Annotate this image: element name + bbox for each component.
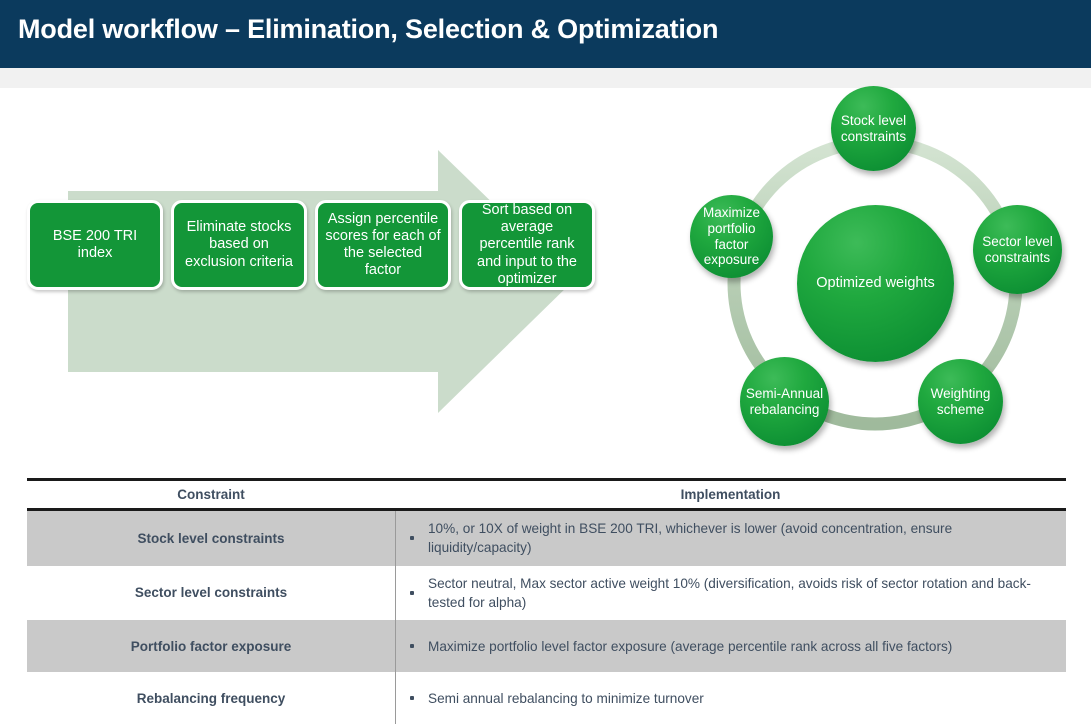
cycle-node-stock-level-constraints-label: Stock level constraints <box>840 112 907 144</box>
constraints-table: Constraint Implementation Stock level co… <box>27 478 1066 724</box>
table-cell-constraint: Stock level constraints <box>137 530 285 546</box>
cycle-node-sector-level-constraints-label: Sector level constraints <box>982 233 1053 265</box>
cycle-center-label: Optimized weights <box>816 275 935 292</box>
process-step-4[interactable]: Sort based on average percentile rank an… <box>459 200 595 290</box>
table-cell-implementation-text: 10%, or 10X of weight in BSE 200 TRI, wh… <box>428 521 953 556</box>
table-cell-implementation-text: Maximize portfolio level factor exposure… <box>428 638 953 654</box>
bullet-icon <box>410 536 414 541</box>
table-cell-implementation-text: Sector neutral, Max sector active weight… <box>428 575 1031 610</box>
cycle-node-semi-annual-rebalancing-label: Semi-Annual rebalancing <box>745 385 824 417</box>
process-step-4-label: Sort based on average percentile rank an… <box>477 202 577 287</box>
table-row[interactable]: Portfolio factor exposure Maximize portf… <box>27 620 1066 673</box>
table-cell-constraint: Rebalancing frequency <box>136 690 286 706</box>
table-header-implementation: Implementation <box>680 487 781 502</box>
page-title: Model workflow – Elimination, Selection … <box>18 14 719 44</box>
table-row[interactable]: Rebalancing frequency Semi annual rebala… <box>27 672 1066 724</box>
process-step-2-label: Eliminate stocks based on exclusion crit… <box>185 219 293 270</box>
process-step-2[interactable]: Eliminate stocks based on exclusion crit… <box>171 200 307 290</box>
cycle-diagram: Optimized weights Stock level constraint… <box>670 70 1091 470</box>
process-step-1[interactable]: BSE 200 TRI index <box>27 200 163 290</box>
bullet-icon <box>410 644 414 649</box>
cycle-center-node[interactable]: Optimized weights <box>797 205 954 362</box>
cycle-node-weighting-scheme[interactable]: Weighting scheme <box>918 359 1003 444</box>
table-cell-constraint: Portfolio factor exposure <box>130 638 292 654</box>
title-underbar <box>0 68 1091 88</box>
bullet-icon <box>410 590 414 595</box>
process-step-1-label: BSE 200 TRI index <box>52 227 138 261</box>
process-steps: BSE 200 TRI index Eliminate stocks based… <box>27 200 667 290</box>
cycle-node-maximize-portfolio-factor-exposure-label: Maximize portfolio factor exposure <box>702 205 760 268</box>
table-header-row: Constraint Implementation <box>27 481 1066 508</box>
cycle-node-weighting-scheme-label: Weighting scheme <box>930 385 991 417</box>
table-cell-implementation: Semi annual rebalancing to minimize turn… <box>395 672 1066 724</box>
table-header-constraint: Constraint <box>177 487 245 502</box>
bullet-icon <box>410 696 414 701</box>
table-header-rule <box>27 508 1066 511</box>
table-row[interactable]: Sector level constraints Sector neutral,… <box>27 565 1066 621</box>
cycle-node-semi-annual-rebalancing[interactable]: Semi-Annual rebalancing <box>740 357 829 446</box>
table-cell-implementation-text: Semi annual rebalancing to minimize turn… <box>428 690 704 706</box>
process-step-3-label: Assign percentile scores for each of the… <box>325 210 441 279</box>
cycle-node-stock-level-constraints[interactable]: Stock level constraints <box>831 86 916 171</box>
table-top-rule <box>27 478 1066 481</box>
table-cell-implementation: Sector neutral, Max sector active weight… <box>395 565 1066 621</box>
table-cell-implementation: Maximize portfolio level factor exposure… <box>395 620 1066 673</box>
cycle-node-sector-level-constraints[interactable]: Sector level constraints <box>973 205 1062 294</box>
table-cell-constraint: Sector level constraints <box>134 585 288 601</box>
table-cell-implementation: 10%, or 10X of weight in BSE 200 TRI, wh… <box>395 511 1066 566</box>
process-flow-diagram: BSE 200 TRI index Eliminate stocks based… <box>0 88 680 468</box>
table-row[interactable]: Stock level constraints 10%, or 10X of w… <box>27 511 1066 566</box>
title-bar <box>0 0 1091 68</box>
process-step-3[interactable]: Assign percentile scores for each of the… <box>315 200 451 290</box>
cycle-node-maximize-portfolio-factor-exposure[interactable]: Maximize portfolio factor exposure <box>690 195 773 278</box>
